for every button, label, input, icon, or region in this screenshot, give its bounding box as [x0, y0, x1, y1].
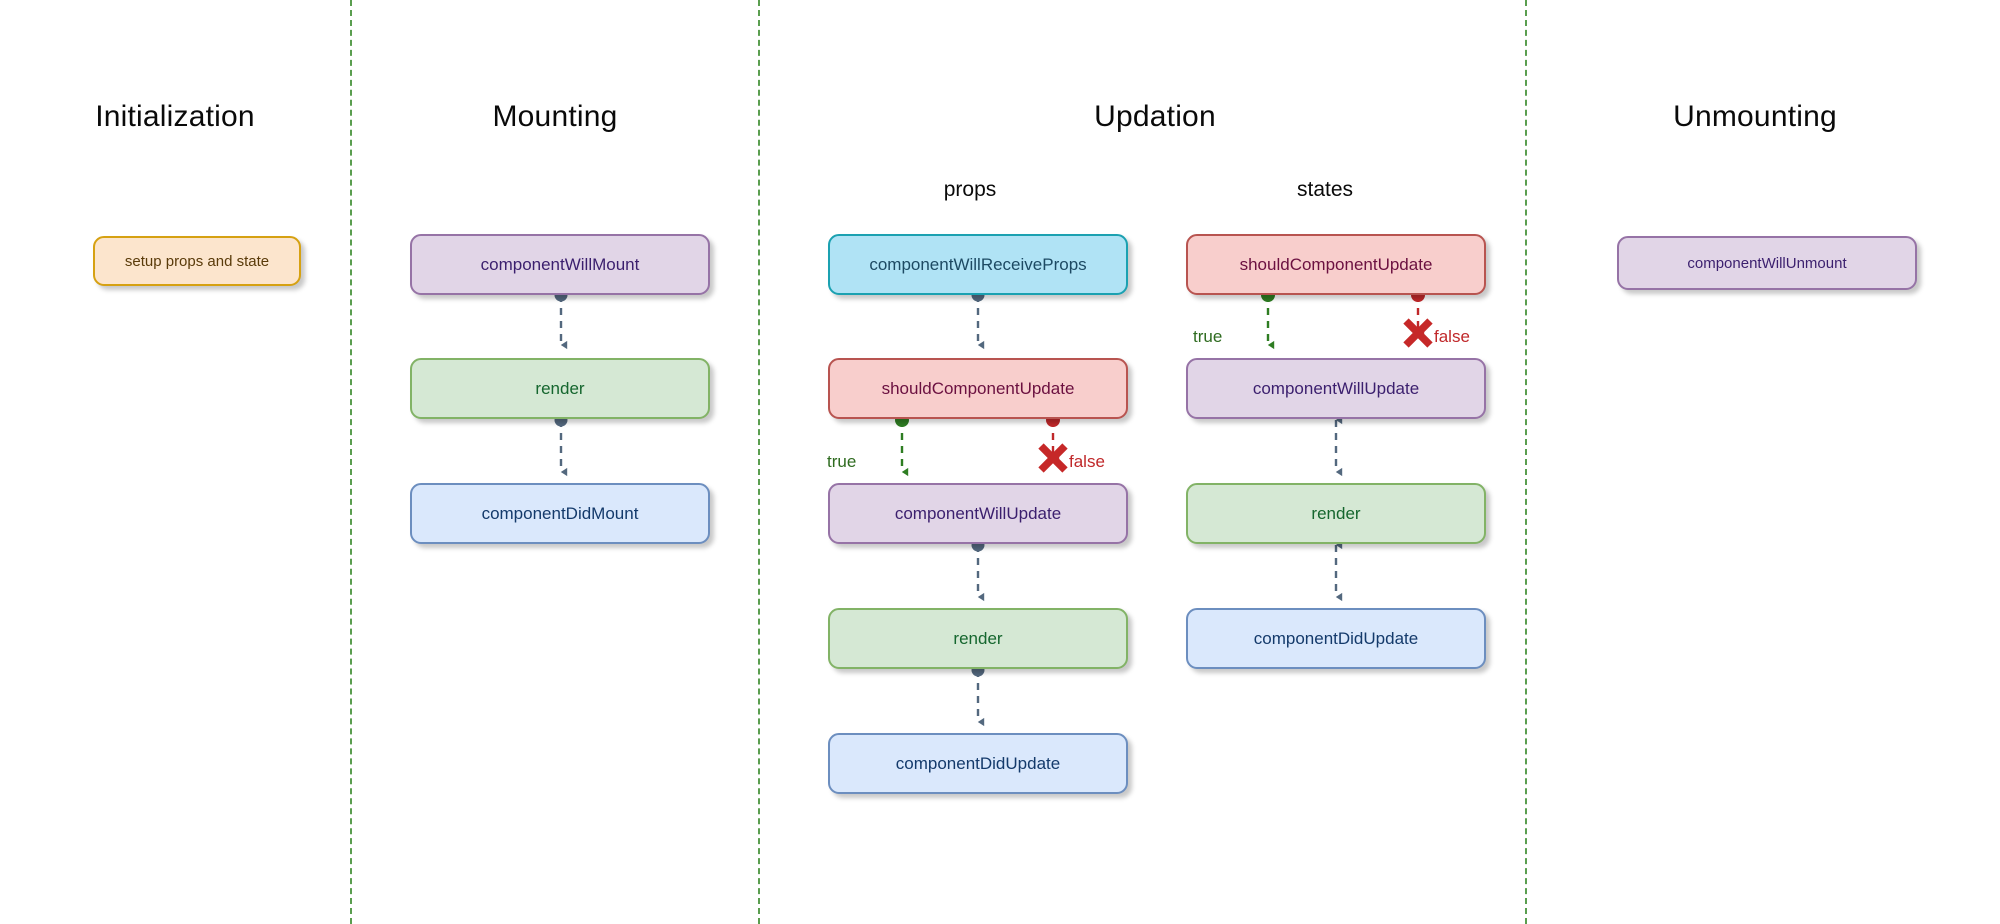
node-states-component-will-update[interactable]: componentWillUpdate — [1186, 358, 1486, 419]
node-props-render[interactable]: render — [828, 608, 1128, 669]
divider-mounting-updation — [758, 0, 760, 924]
subphase-title-states: states — [1296, 178, 1354, 201]
phase-title-initialization: Initialization — [95, 100, 255, 133]
node-component-will-mount[interactable]: componentWillMount — [410, 234, 710, 295]
phase-title-mounting: Mounting — [492, 100, 618, 133]
phase-title-unmounting: Unmounting — [1673, 100, 1837, 133]
node-component-will-receive-props[interactable]: componentWillReceiveProps — [828, 234, 1128, 295]
branch-label-false-states: false — [1434, 327, 1470, 346]
node-states-render[interactable]: render — [1186, 483, 1486, 544]
node-component-will-unmount[interactable]: componentWillUnmount — [1617, 236, 1917, 290]
branch-label-false-props: false — [1069, 452, 1105, 471]
node-states-should-component-update[interactable]: shouldComponentUpdate — [1186, 234, 1486, 295]
node-setup-props-and-state[interactable]: setup props and state — [93, 236, 301, 286]
node-props-component-will-update[interactable]: componentWillUpdate — [828, 483, 1128, 544]
node-props-should-component-update[interactable]: shouldComponentUpdate — [828, 358, 1128, 419]
subphase-title-props: props — [943, 178, 997, 201]
branch-label-true-props: true — [827, 452, 857, 471]
divider-initialization-mounting — [350, 0, 352, 924]
phase-title-updation: Updation — [1094, 100, 1216, 133]
false-branch-x-icon-states — [1403, 318, 1433, 348]
false-branch-x-icon-props — [1038, 443, 1068, 473]
node-component-did-mount[interactable]: componentDidMount — [410, 483, 710, 544]
branch-label-true-states: true — [1193, 327, 1223, 346]
node-mounting-render[interactable]: render — [410, 358, 710, 419]
node-props-component-did-update[interactable]: componentDidUpdate — [828, 733, 1128, 794]
node-states-component-did-update[interactable]: componentDidUpdate — [1186, 608, 1486, 669]
divider-updation-unmounting — [1525, 0, 1527, 924]
